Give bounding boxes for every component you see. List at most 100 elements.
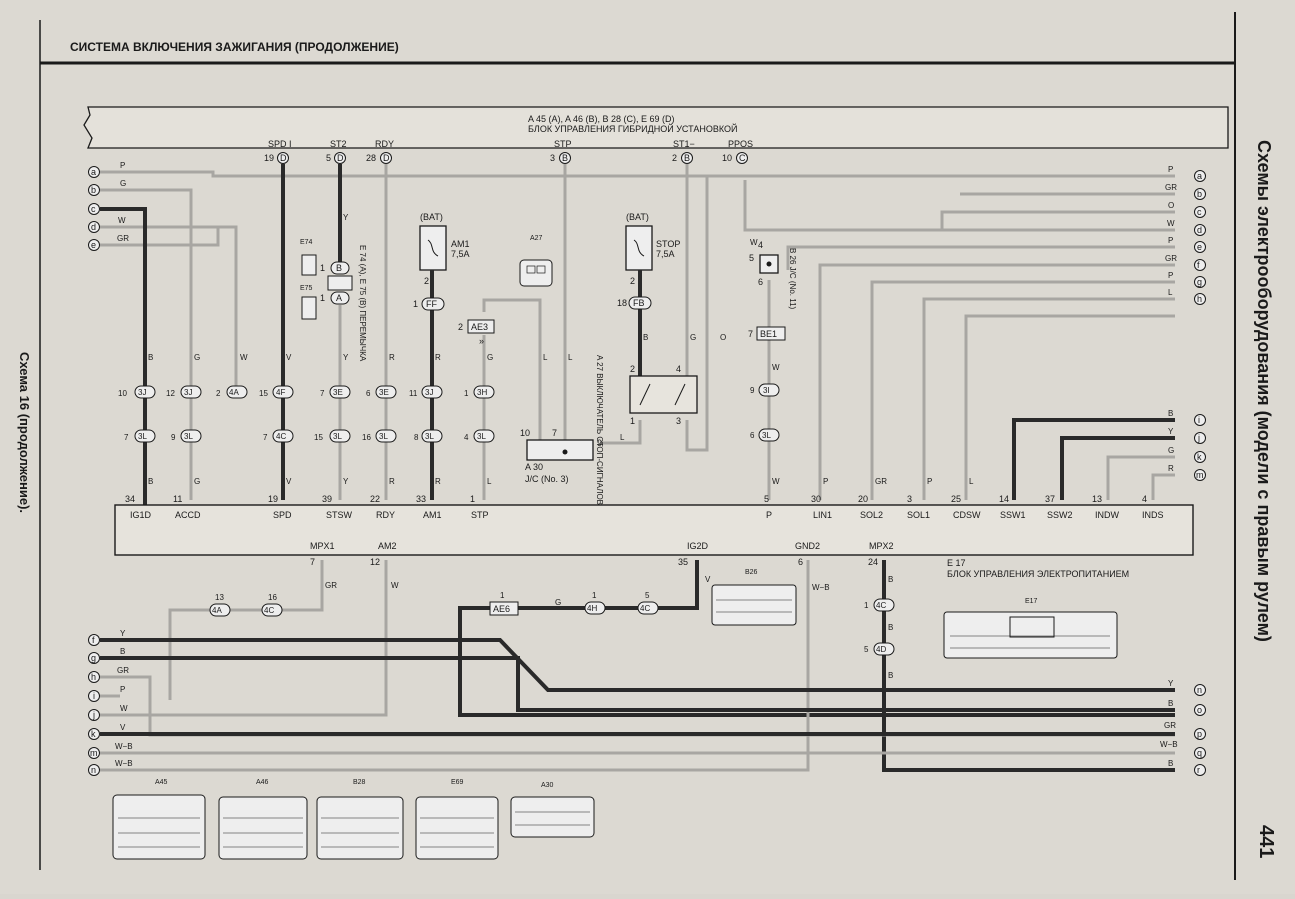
terminal-bl-n-color: W−B	[115, 759, 133, 768]
svg-text:INDW: INDW	[1095, 510, 1119, 520]
pin-name-stp: STP	[554, 139, 572, 149]
svg-text:11: 11	[173, 494, 182, 504]
terminal-left-e-id: e	[91, 240, 96, 250]
e17-view: E17	[943, 598, 1118, 659]
svg-text:8: 8	[414, 433, 419, 442]
svg-text:B: B	[148, 353, 153, 362]
stop-name: STOP	[656, 239, 680, 249]
terminal-right-h-color: L	[1168, 288, 1173, 297]
terminal-right-b-color: GR	[1165, 183, 1177, 192]
svg-text:4: 4	[676, 364, 681, 374]
svg-text:O: O	[720, 333, 726, 342]
svg-text:10: 10	[520, 428, 530, 438]
pin-num-ppos: 10	[722, 153, 732, 163]
svg-text:G: G	[194, 353, 200, 362]
svg-text:G: G	[555, 598, 561, 607]
svg-text:25: 25	[951, 494, 961, 504]
svg-text:L: L	[543, 353, 548, 362]
terminal-bl-j-color: W	[120, 704, 128, 713]
terminal-right-c-color: O	[1168, 201, 1174, 210]
be1-label: BE1	[760, 329, 777, 339]
conn-a46-label: A46	[256, 779, 269, 786]
svg-text:R: R	[435, 353, 441, 362]
svg-text:Y: Y	[343, 477, 349, 486]
pin-num-st1: 2	[672, 153, 677, 163]
svg-text:4C: 4C	[876, 601, 886, 610]
svg-text:2: 2	[630, 364, 635, 374]
pin-num-spdi: 19	[264, 153, 274, 163]
svg-text:4: 4	[758, 240, 763, 250]
terminal-br-n-color: Y	[1168, 679, 1174, 688]
svg-text:4A: 4A	[229, 388, 239, 397]
svg-text:34: 34	[125, 494, 135, 504]
ff-label: FF	[426, 299, 437, 309]
svg-text:1: 1	[320, 263, 325, 273]
svg-text:37: 37	[1045, 494, 1055, 504]
terminal-br-q-id: q	[1197, 748, 1202, 758]
terminal-right-d-color: W	[1167, 219, 1175, 228]
terminal-right-c	[1194, 206, 1206, 218]
svg-text:3L: 3L	[477, 432, 486, 441]
svg-text:V: V	[286, 353, 292, 362]
terminal-right-g-id: g	[1197, 277, 1202, 287]
svg-text:A: A	[336, 293, 342, 303]
stop-bat: (BAT)	[626, 212, 649, 222]
svg-text:SOL2: SOL2	[860, 510, 883, 520]
svg-text:35: 35	[678, 557, 688, 567]
fb-label: FB	[633, 298, 645, 308]
svg-text:4F: 4F	[276, 388, 285, 397]
svg-text:4H: 4H	[587, 604, 597, 613]
terminal-left-a-color: P	[120, 161, 125, 170]
svg-text:G: G	[690, 333, 696, 342]
terminal-right-j-id: j	[1197, 433, 1200, 443]
left-terminals: a P b G c d W e GR	[88, 161, 129, 251]
svg-text:L: L	[487, 477, 492, 486]
svg-text:7: 7	[748, 329, 753, 339]
terminal-br-p-color: GR	[1164, 721, 1176, 730]
svg-text:P: P	[927, 477, 932, 486]
terminal-bl-f-id: f	[92, 635, 95, 645]
svg-text:G: G	[487, 353, 493, 362]
terminal-right-g	[1194, 276, 1206, 288]
ae3-label: AE3	[471, 322, 488, 332]
svg-text:R: R	[435, 477, 441, 486]
a27-view: A27	[519, 235, 553, 287]
terminal-right-j-color: Y	[1168, 427, 1174, 436]
hybrid-ecu-pins: SPD I 19 D ST2 5 D RDY 28 D STP 3 B ST1−…	[264, 139, 753, 164]
pin-name-st1: ST1−	[673, 139, 695, 149]
svg-text:11: 11	[409, 389, 418, 398]
svg-text:L: L	[568, 353, 573, 362]
am1-rating: 7,5A	[451, 249, 470, 259]
svg-text:L: L	[620, 433, 625, 442]
svg-text:12: 12	[166, 389, 175, 398]
svg-text:5: 5	[864, 645, 869, 654]
conn-e69-label: E69	[451, 779, 464, 786]
svg-text:4C: 4C	[276, 432, 286, 441]
column-wires	[143, 164, 771, 505]
terminal-left-a-id: a	[91, 167, 96, 177]
svg-text:4C: 4C	[264, 606, 274, 615]
pin-conn-rdy: D	[383, 153, 390, 163]
svg-text:18: 18	[617, 298, 627, 308]
svg-text:7: 7	[263, 433, 268, 442]
svg-text:1: 1	[320, 293, 325, 303]
svg-text:5: 5	[764, 494, 769, 504]
svg-text:3J: 3J	[425, 388, 433, 397]
terminal-right-c-id: c	[1197, 207, 1202, 217]
svg-text:ACCD: ACCD	[175, 510, 201, 520]
svg-text:3L: 3L	[184, 432, 193, 441]
power-ecu-box	[114, 504, 1194, 556]
svg-text:Y: Y	[343, 353, 349, 362]
stop-fuse: (BAT) STOP 7,5A 2 FB 18	[617, 212, 680, 310]
hybrid-ecu-name: БЛОК УПРАВЛЕНИЯ ГИБРИДНОЙ УСТАНОВКОЙ	[528, 123, 737, 134]
terminal-left-b	[88, 184, 100, 196]
svg-text:2: 2	[630, 276, 635, 286]
svg-text:13: 13	[215, 593, 224, 602]
svg-text:7: 7	[124, 433, 129, 442]
b26-label: B26	[745, 569, 758, 576]
svg-text:B: B	[888, 671, 893, 680]
svg-text:6: 6	[798, 557, 803, 567]
terminal-bl-h-id: h	[91, 672, 96, 682]
